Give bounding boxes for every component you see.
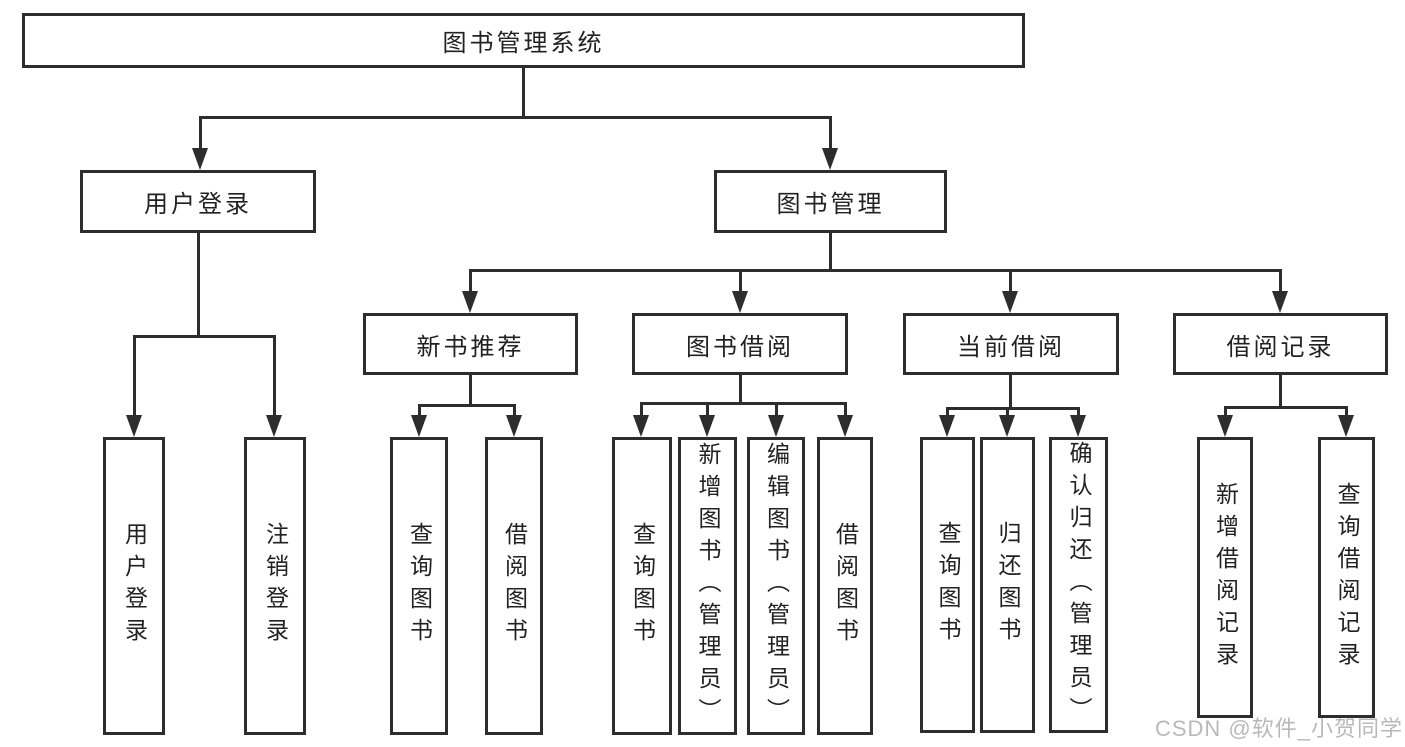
connector-line [468,270,472,298]
connector-line [828,233,832,270]
arrowhead-down-icon [768,415,784,437]
node-label: 新增借阅记录 [1212,481,1239,674]
node-label: 图书借阅 [686,333,794,361]
connector-line [198,115,832,119]
arrowhead-down-icon [1338,415,1354,437]
node-leaf-add-borrow-record: 新增借阅记录 [1197,437,1253,718]
node-book-borrow: 图书借阅 [632,313,848,375]
arrowhead-down-icon [822,148,838,170]
arrowhead-down-icon [126,415,142,437]
arrowhead-down-icon [939,415,955,437]
arrowhead-down-icon [1217,415,1233,437]
arrowhead-down-icon [699,415,715,437]
connector-line [521,68,525,117]
arrowhead-down-icon [732,291,748,313]
node-label: 用户登录 [121,522,148,650]
connector-line [1223,405,1348,409]
node-label: 查询图书 [935,521,961,649]
node-new-book-recommend: 新书推荐 [363,313,578,375]
connector-line [272,336,276,421]
node-leaf-query-books-3: 查询图书 [920,437,975,733]
connector-line [417,403,516,407]
node-book-management: 图书管理 [714,170,947,233]
connector-line [1076,408,1080,421]
node-leaf-query-books-2: 查询图书 [612,437,672,735]
connector-line [945,408,949,421]
node-user-login: 用户登录 [80,170,316,233]
arrowhead-down-icon [462,291,478,313]
node-label: 查询借阅记录 [1334,481,1360,674]
node-label: 图书管理 [776,191,885,218]
connector-line [738,270,742,298]
node-leaf-borrow-books-2: 借阅图书 [817,437,873,735]
connector-line [843,403,847,421]
connector-line [198,117,202,154]
node-leaf-borrow-books-1: 借阅图书 [485,437,543,735]
node-leaf-edit-books: 编辑图书（管理员） [747,437,805,735]
arrowhead-down-icon [837,415,853,437]
node-current-borrow: 当前借阅 [903,313,1119,375]
arrowhead-down-icon [506,415,522,437]
arrowhead-down-icon [266,415,282,437]
arrowhead-down-icon [1002,291,1018,313]
connector-line [1005,408,1009,421]
arrowhead-down-icon [1070,415,1086,437]
connector-line [705,403,709,421]
node-borrow-records: 借阅记录 [1173,313,1388,375]
connector-line [132,336,136,421]
node-label: 借阅图书 [501,522,528,650]
node-leaf-return-books: 归还图书 [980,437,1035,733]
node-label: 新增图书（管理员） [695,442,721,730]
connector-line [512,405,516,421]
arrowhead-down-icon [633,415,649,437]
node-label: 查询图书 [406,522,433,650]
node-label: 确认归还（管理员） [1066,441,1092,729]
connector-line [196,233,200,336]
node-root: 图书管理系统 [22,13,1025,68]
node-label: 归还图书 [995,521,1021,649]
arrowhead-down-icon [999,415,1015,437]
connector-line [468,375,472,405]
connector-line [1008,375,1012,408]
node-leaf-user-login: 用户登录 [103,437,165,735]
arrowhead-down-icon [411,415,427,437]
node-leaf-confirm-return: 确认归还（管理员） [1049,437,1108,733]
connector-line [1278,270,1282,298]
node-label: 当前借阅 [957,333,1065,361]
connector-line [468,268,1282,272]
csdn-watermark: CSDN @软件_小贺同学 [1154,716,1403,741]
connector-line [1278,375,1282,407]
node-label: 图书管理系统 [442,30,605,57]
connector-line [639,403,643,421]
node-label: 注销登录 [262,522,289,650]
node-leaf-query-books-1: 查询图书 [390,437,448,735]
connector-line [774,403,778,421]
node-label: 查询图书 [629,522,656,650]
connector-line [738,375,742,403]
connector-line [828,117,832,154]
node-label: 用户登录 [144,191,252,218]
arrowhead-down-icon [1272,291,1288,313]
node-label: 借阅图书 [832,522,859,650]
connector-line [417,405,421,421]
connector-line [1223,407,1227,421]
node-leaf-logout: 注销登录 [244,437,306,735]
connector-line [1344,407,1348,421]
node-label: 编辑图书（管理员） [763,442,790,730]
node-leaf-add-books: 新增图书（管理员） [678,437,737,735]
node-label: 新书推荐 [416,333,525,361]
arrowhead-down-icon [192,148,208,170]
node-leaf-query-borrow-record: 查询借阅记录 [1318,437,1375,718]
connector-line [1008,270,1012,298]
connector-line [639,401,847,405]
connector-line [132,334,276,338]
connector-line [945,406,1080,410]
node-label: 借阅记录 [1226,333,1335,361]
